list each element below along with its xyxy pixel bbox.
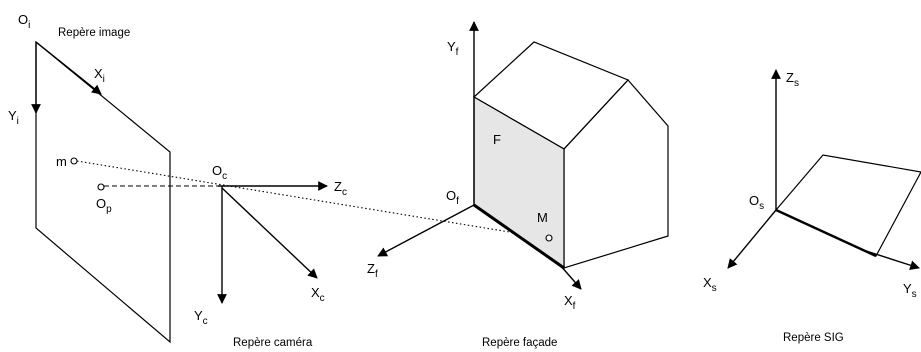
- image-x-axis-label: Xi: [94, 66, 105, 85]
- facade-frame: Of Yf Zf Xf F M Repère façade: [367, 21, 669, 349]
- camera-frame-caption: Repère caméra: [233, 337, 313, 349]
- facade-bottom-edge: [473, 203, 565, 270]
- facade-z-axis-label: Zf: [367, 261, 378, 280]
- facade-y-axis-label: Yf: [447, 39, 459, 58]
- facade-origin-label: Of: [446, 188, 459, 207]
- camera-origin-label: Oc: [212, 163, 227, 182]
- sig-z-axis-label: Zs: [786, 70, 799, 89]
- principal-point: [97, 183, 105, 191]
- facade-point-M: [545, 234, 553, 242]
- facade-x-axis: [559, 264, 582, 290]
- image-origin-label: Oi: [18, 12, 30, 31]
- sig-y-axis-label: Ys: [903, 281, 917, 300]
- camera-y-axis-label: Yc: [194, 308, 208, 327]
- sig-frame-caption: Repère SIG: [783, 332, 844, 344]
- facade-face-label: F: [493, 132, 501, 147]
- camera-frame: Oc Zc Xc Yc Repère caméra: [194, 163, 347, 349]
- image-frame-caption: Repère image: [58, 27, 130, 39]
- sig-y-axis: [859, 248, 920, 270]
- sig-frame: Os Zs Xs Ys Repère SIG: [703, 69, 921, 344]
- projection-ray-dotted: [76, 160, 547, 239]
- image-point-m: [70, 157, 78, 165]
- camera-x-axis: [221, 187, 318, 279]
- sig-ground-plane: [775, 154, 921, 257]
- facade-z-axis: [377, 204, 475, 257]
- sig-x-axis-label: Xs: [703, 275, 717, 294]
- image-y-axis-label: Yi: [8, 108, 19, 127]
- image-x-axis: [35, 41, 102, 95]
- facade-face: [473, 95, 565, 270]
- house-side: [563, 79, 669, 269]
- facade-point-label: M: [537, 210, 548, 225]
- facade-frame-caption: Repère façade: [482, 337, 557, 349]
- camera-z-axis-label: Zc: [334, 179, 347, 198]
- camera-x-axis-label: Xc: [311, 285, 325, 304]
- sig-origin-label: Os: [749, 193, 764, 212]
- sig-x-axis: [727, 209, 777, 269]
- facade-x-axis-label: Xf: [564, 293, 576, 312]
- image-frame: Oi Repère image Xi Yi m Op: [8, 12, 171, 344]
- principal-point-label: Op: [96, 196, 112, 215]
- image-plane: [35, 40, 171, 344]
- sig-x-edge-thick: [775, 208, 877, 258]
- image-point-label: m: [56, 154, 67, 169]
